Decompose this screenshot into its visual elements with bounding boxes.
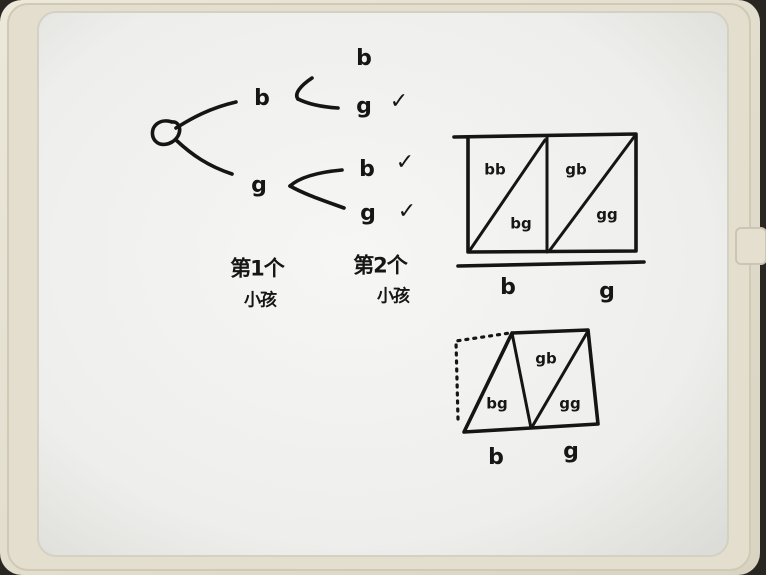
frame-clip	[735, 227, 766, 265]
square-top-outline	[452, 132, 638, 254]
tree-first-b-label: b	[254, 86, 270, 111]
square-bottom-axis-g: g	[563, 439, 579, 464]
tree-b-g-label: g	[356, 94, 372, 119]
square-top-diagonal-right	[548, 135, 636, 252]
tree-b-b-label: b	[356, 46, 372, 71]
tree-branch-g-upper	[288, 168, 344, 188]
tree-branch-upper	[174, 100, 238, 130]
square-top-baseline	[456, 260, 646, 268]
tree-g-g-label: g	[360, 201, 376, 226]
square-top-cell-gg: gg	[596, 205, 618, 224]
check-mark-icon: ✓	[389, 89, 409, 114]
square-bottom-divider	[510, 331, 533, 430]
probability-tree	[150, 76, 346, 210]
check-mark-icon: ✓	[397, 199, 417, 224]
square-top-cell-bg: bg	[510, 214, 532, 233]
square-bottom-dotted-corner	[454, 331, 512, 421]
square-top-axis-g: g	[599, 279, 615, 304]
square-bottom-cell-gb: gb	[535, 349, 557, 368]
check-mark-icon: ✓	[395, 150, 415, 175]
square-top-diagonal-left	[468, 138, 547, 252]
square-bottom-diagonal	[530, 329, 590, 429]
square-top-axis-b: b	[500, 275, 516, 300]
outcome-square-bottom	[454, 328, 600, 434]
caption-first-child-line1: 第1个	[230, 256, 285, 281]
tree-first-g-label: g	[251, 173, 267, 198]
whiteboard-surface	[37, 11, 729, 557]
tree-branch-g-lower	[288, 184, 346, 210]
square-top-cell-bb: bb	[484, 160, 506, 179]
square-bottom-cell-gg: gg	[559, 394, 581, 413]
caption-first-child-line2: 小孩	[244, 290, 277, 311]
square-bottom-axis-b: b	[488, 445, 504, 470]
square-bottom-cell-bg: bg	[486, 394, 508, 413]
tree-branch-b-lower	[296, 97, 340, 110]
tree-branch-lower	[174, 138, 234, 176]
square-bottom-outline	[462, 328, 600, 434]
square-top-cell-gb: gb	[565, 160, 587, 179]
outcome-square-top	[452, 132, 646, 268]
caption-second-child-line1: 第2个	[353, 253, 408, 278]
tree-g-b-label: b	[359, 157, 375, 182]
caption-second-child-line2: 小孩	[377, 286, 410, 307]
